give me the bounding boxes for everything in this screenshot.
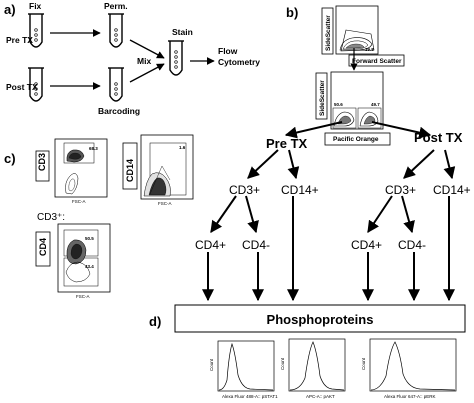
cd3-plot: 68.3 FSC-A — [54, 138, 108, 204]
panel-d-label: d) — [149, 314, 161, 329]
tree-pre-cd4pos: CD4+ — [195, 238, 226, 252]
tube-stain — [168, 40, 184, 76]
cd4-x-label: FSC-A — [76, 294, 90, 299]
fsc-gate-value: 39.8 — [365, 47, 374, 52]
cd14-label-box: CD14 — [122, 142, 138, 190]
hist3-x-label: Alexa Fluor 647-A:: pERK — [384, 394, 436, 399]
panel-b-label: b) — [286, 5, 298, 20]
tree-pre-cd3: CD3+ — [229, 183, 260, 197]
plot1-y-label: SideScatter — [325, 15, 332, 51]
stain-label: Stain — [172, 27, 193, 37]
ssc-label-box-1: SideScatter — [321, 7, 334, 55]
cd4-label: CD4 — [38, 238, 48, 256]
pre-tx-label: Pre TX — [6, 35, 33, 45]
cd14-plot: 1.6 FSC-A — [140, 134, 194, 206]
histogram-pakt: Count APC-A:: pAKT — [280, 338, 346, 399]
panel-c-label: c) — [4, 151, 16, 166]
phosphoproteins-title: Phosphoproteins — [267, 312, 374, 327]
tube-perm-post — [108, 67, 124, 102]
plot1-x-label: Forward Scatter — [352, 58, 402, 65]
tree-post-cd4neg: CD4- — [398, 238, 426, 252]
ssc-label-box-2: SideScatter — [315, 72, 328, 120]
tree-pre-cd14: CD14+ — [281, 183, 319, 197]
pacific-orange-plot: 50.6 49.7 — [330, 71, 384, 130]
hist1-x-label: Alexa Fluor 488-A:: pSTAT1 — [222, 394, 278, 399]
cd14-x-label: FSC-A — [158, 201, 172, 206]
fsc-label-box: Forward Scatter — [348, 54, 405, 67]
post-tx-label: Post TX — [6, 82, 38, 92]
cd4-label-box: CD4 — [35, 231, 51, 267]
po-gate-right: 49.7 — [371, 102, 380, 107]
fsc-ssc-plot: 39.8 SSC-A — [327, 5, 379, 55]
cd3-x-label: FSC-A — [72, 199, 86, 204]
plot2-y-label: SideScatter — [319, 80, 326, 116]
perm-label: Perm. — [104, 1, 128, 11]
panel-a-label: a) — [4, 2, 16, 17]
po-gate-left: 50.6 — [334, 102, 343, 107]
cd3-label-box: CD3 — [35, 150, 50, 182]
fix-label: Fix — [29, 1, 42, 11]
tree-post-cd3: CD3+ — [385, 183, 416, 197]
cd14-gate-value: 1.6 — [179, 145, 186, 150]
cd4-gate-top: 50.5 — [85, 236, 94, 241]
cd3-label: CD3 — [37, 153, 47, 171]
tree-pre-tx: Pre TX — [266, 136, 308, 151]
barcoding-label: Barcoding — [98, 106, 140, 116]
histogram-perk: Count Alexa Fluor 647-A:: pERK — [361, 338, 457, 399]
hist3-count: Count — [361, 357, 366, 370]
mix-label: Mix — [137, 56, 151, 66]
tube-fix-pre — [28, 13, 44, 48]
tree-post-cd14: CD14+ — [433, 183, 471, 197]
flow-label: Flow — [218, 46, 238, 56]
cd3-gate-value: 68.3 — [89, 146, 98, 151]
tree-arrows — [202, 121, 456, 302]
cd4-gate-bottom: 43.4 — [85, 264, 94, 269]
workflow-arrows — [50, 29, 215, 90]
hist2-x-label: APC-A:: pAKT — [306, 394, 335, 399]
tree-post-cd4pos: CD4+ — [351, 238, 382, 252]
plot2-x-label: Pacific Orange — [333, 136, 379, 143]
cd3plus-label: CD3⁺: — [37, 212, 65, 223]
tube-fix-post — [28, 67, 44, 102]
cytometry-label: Cytometry — [218, 57, 260, 67]
tube-perm-pre — [108, 13, 124, 48]
histogram-pstat1: Count Alexa Fluor 488-A:: pSTAT1 — [209, 340, 278, 399]
tree-post-tx: Post TX — [414, 130, 463, 145]
phosphoproteins-box: Phosphoproteins — [174, 304, 466, 333]
pacific-orange-label-box: Pacific Orange — [324, 132, 391, 146]
cd4-plot: 50.5 43.4 FSC-A — [57, 223, 111, 299]
hist1-count: Count — [209, 358, 214, 371]
tree-pre-cd4neg: CD4- — [242, 238, 270, 252]
cd14-label: CD14 — [125, 159, 135, 182]
hist2-count: Count — [280, 357, 285, 370]
